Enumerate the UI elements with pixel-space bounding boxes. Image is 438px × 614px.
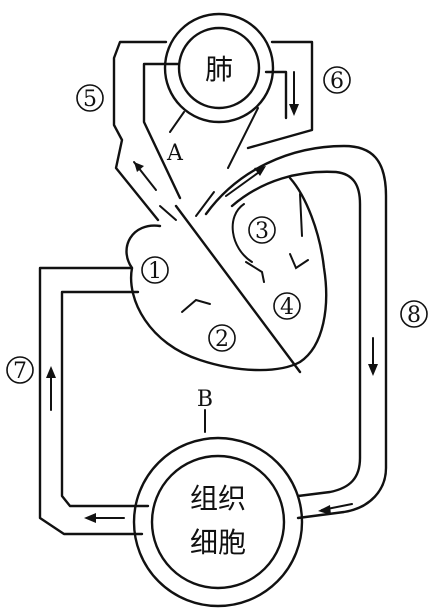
chamber-4-number: 4 (280, 295, 294, 320)
chamber-1-number: 1 (148, 259, 162, 284)
heart-outline (125, 176, 328, 372)
chamber-4-marker: 4 (273, 292, 301, 320)
vessel-6-marker: 6 (323, 66, 351, 94)
atrium-right-wall (299, 193, 303, 237)
capillary-a-right (227, 107, 259, 169)
arrowhead-from-tissue (84, 513, 96, 523)
vessel-6-number: 6 (330, 69, 344, 94)
atrium-right-curve (231, 203, 253, 263)
vessel-5-marker: 5 (76, 84, 104, 112)
pulmonary-vessels (112, 40, 314, 222)
flow-arrows (46, 71, 378, 523)
capillary-a-left (169, 111, 185, 133)
arrowhead-aorta-down (368, 364, 378, 376)
lung-label: 肺 (205, 53, 233, 86)
vessel-8-inner (230, 170, 362, 498)
label-b: B (197, 387, 213, 412)
tissue-label-line2: 细胞 (190, 526, 246, 559)
vessel-8-number: 8 (407, 303, 421, 328)
label-a: A (166, 141, 184, 166)
vessel-7-marker: 7 (6, 356, 34, 384)
arrowhead-pulmonary-right (289, 104, 299, 116)
tissue-label-line1: 组织 (190, 482, 246, 515)
lung-group: 肺 (163, 12, 275, 124)
vessel-7-number: 7 (13, 359, 27, 384)
valve-right-1 (245, 261, 265, 283)
arrow-aorta-up (225, 169, 263, 197)
vessel-7-outer (38, 266, 144, 536)
valve-left (181, 298, 211, 313)
aorta-entry (195, 191, 215, 217)
lung-outer-circle (163, 12, 275, 124)
vessel-6-outer (246, 40, 314, 150)
arrowhead-aorta-up (254, 166, 266, 176)
vessel-6-inner (264, 70, 288, 120)
vessel-8-marker: 8 (400, 300, 428, 328)
vessel-5-inner (142, 62, 182, 200)
valve-right-2 (289, 253, 309, 270)
chamber-2-number: 2 (215, 327, 229, 352)
heart-septum (174, 204, 302, 374)
chamber-1-marker: 1 (141, 256, 169, 284)
tissue-outer-circle (132, 436, 304, 608)
lung-inner-circle (177, 26, 261, 110)
chamber-3-marker: 3 (248, 216, 276, 244)
arrowhead-to-tissue (318, 505, 331, 515)
vessel-5-outer (112, 40, 168, 222)
vessel-7-inner (60, 290, 150, 508)
septum-entry (159, 205, 177, 221)
chamber-3-number: 3 (255, 219, 269, 244)
heart-group (125, 176, 328, 374)
vessel-5-number: 5 (83, 87, 97, 112)
arrowhead-pulmonary-left (134, 162, 144, 172)
tissue-inner-circle (150, 454, 286, 590)
chamber-2-marker: 2 (208, 324, 236, 352)
tissue-group: 组织 细胞 (132, 409, 304, 608)
arrowhead-vena-up (46, 366, 56, 378)
vena-cava-loop (38, 266, 150, 536)
